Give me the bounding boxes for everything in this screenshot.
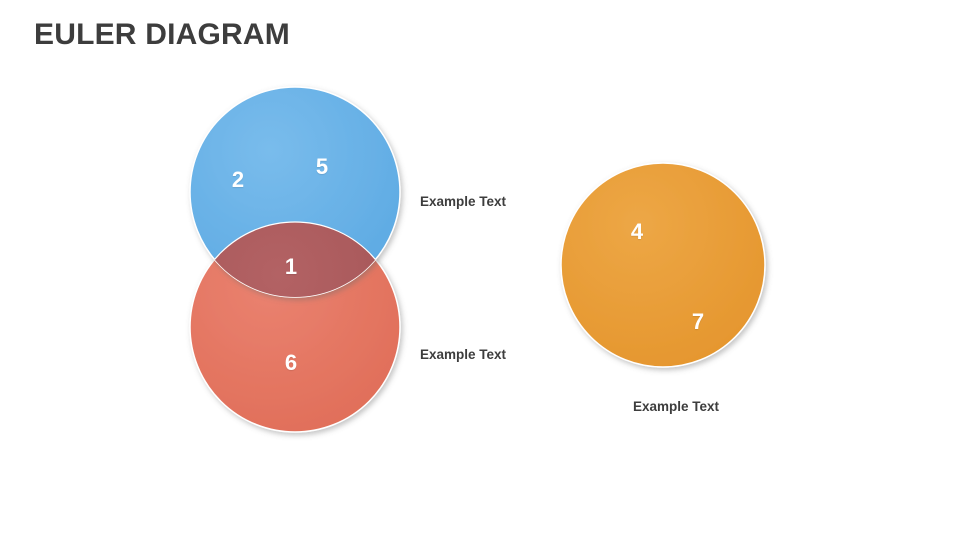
caption-blue[interactable]: Example Text [420, 194, 507, 209]
count-blue-5: 5 [315, 154, 329, 179]
caption-red[interactable]: Example Text [420, 347, 507, 362]
count-orange-4: 4 [630, 219, 644, 244]
page-title: EULER DIAGRAM [34, 18, 290, 51]
count-blue-2: 2 [231, 167, 245, 192]
set-circle-orange[interactable] [560, 162, 766, 368]
count-overlap-1: 1 [284, 254, 298, 279]
count-orange-7: 7 [691, 309, 705, 334]
caption-orange[interactable]: Example Text [632, 399, 720, 414]
count-red-6: 6 [284, 350, 298, 375]
intersection-region-blue-red[interactable] [190, 221, 400, 432]
